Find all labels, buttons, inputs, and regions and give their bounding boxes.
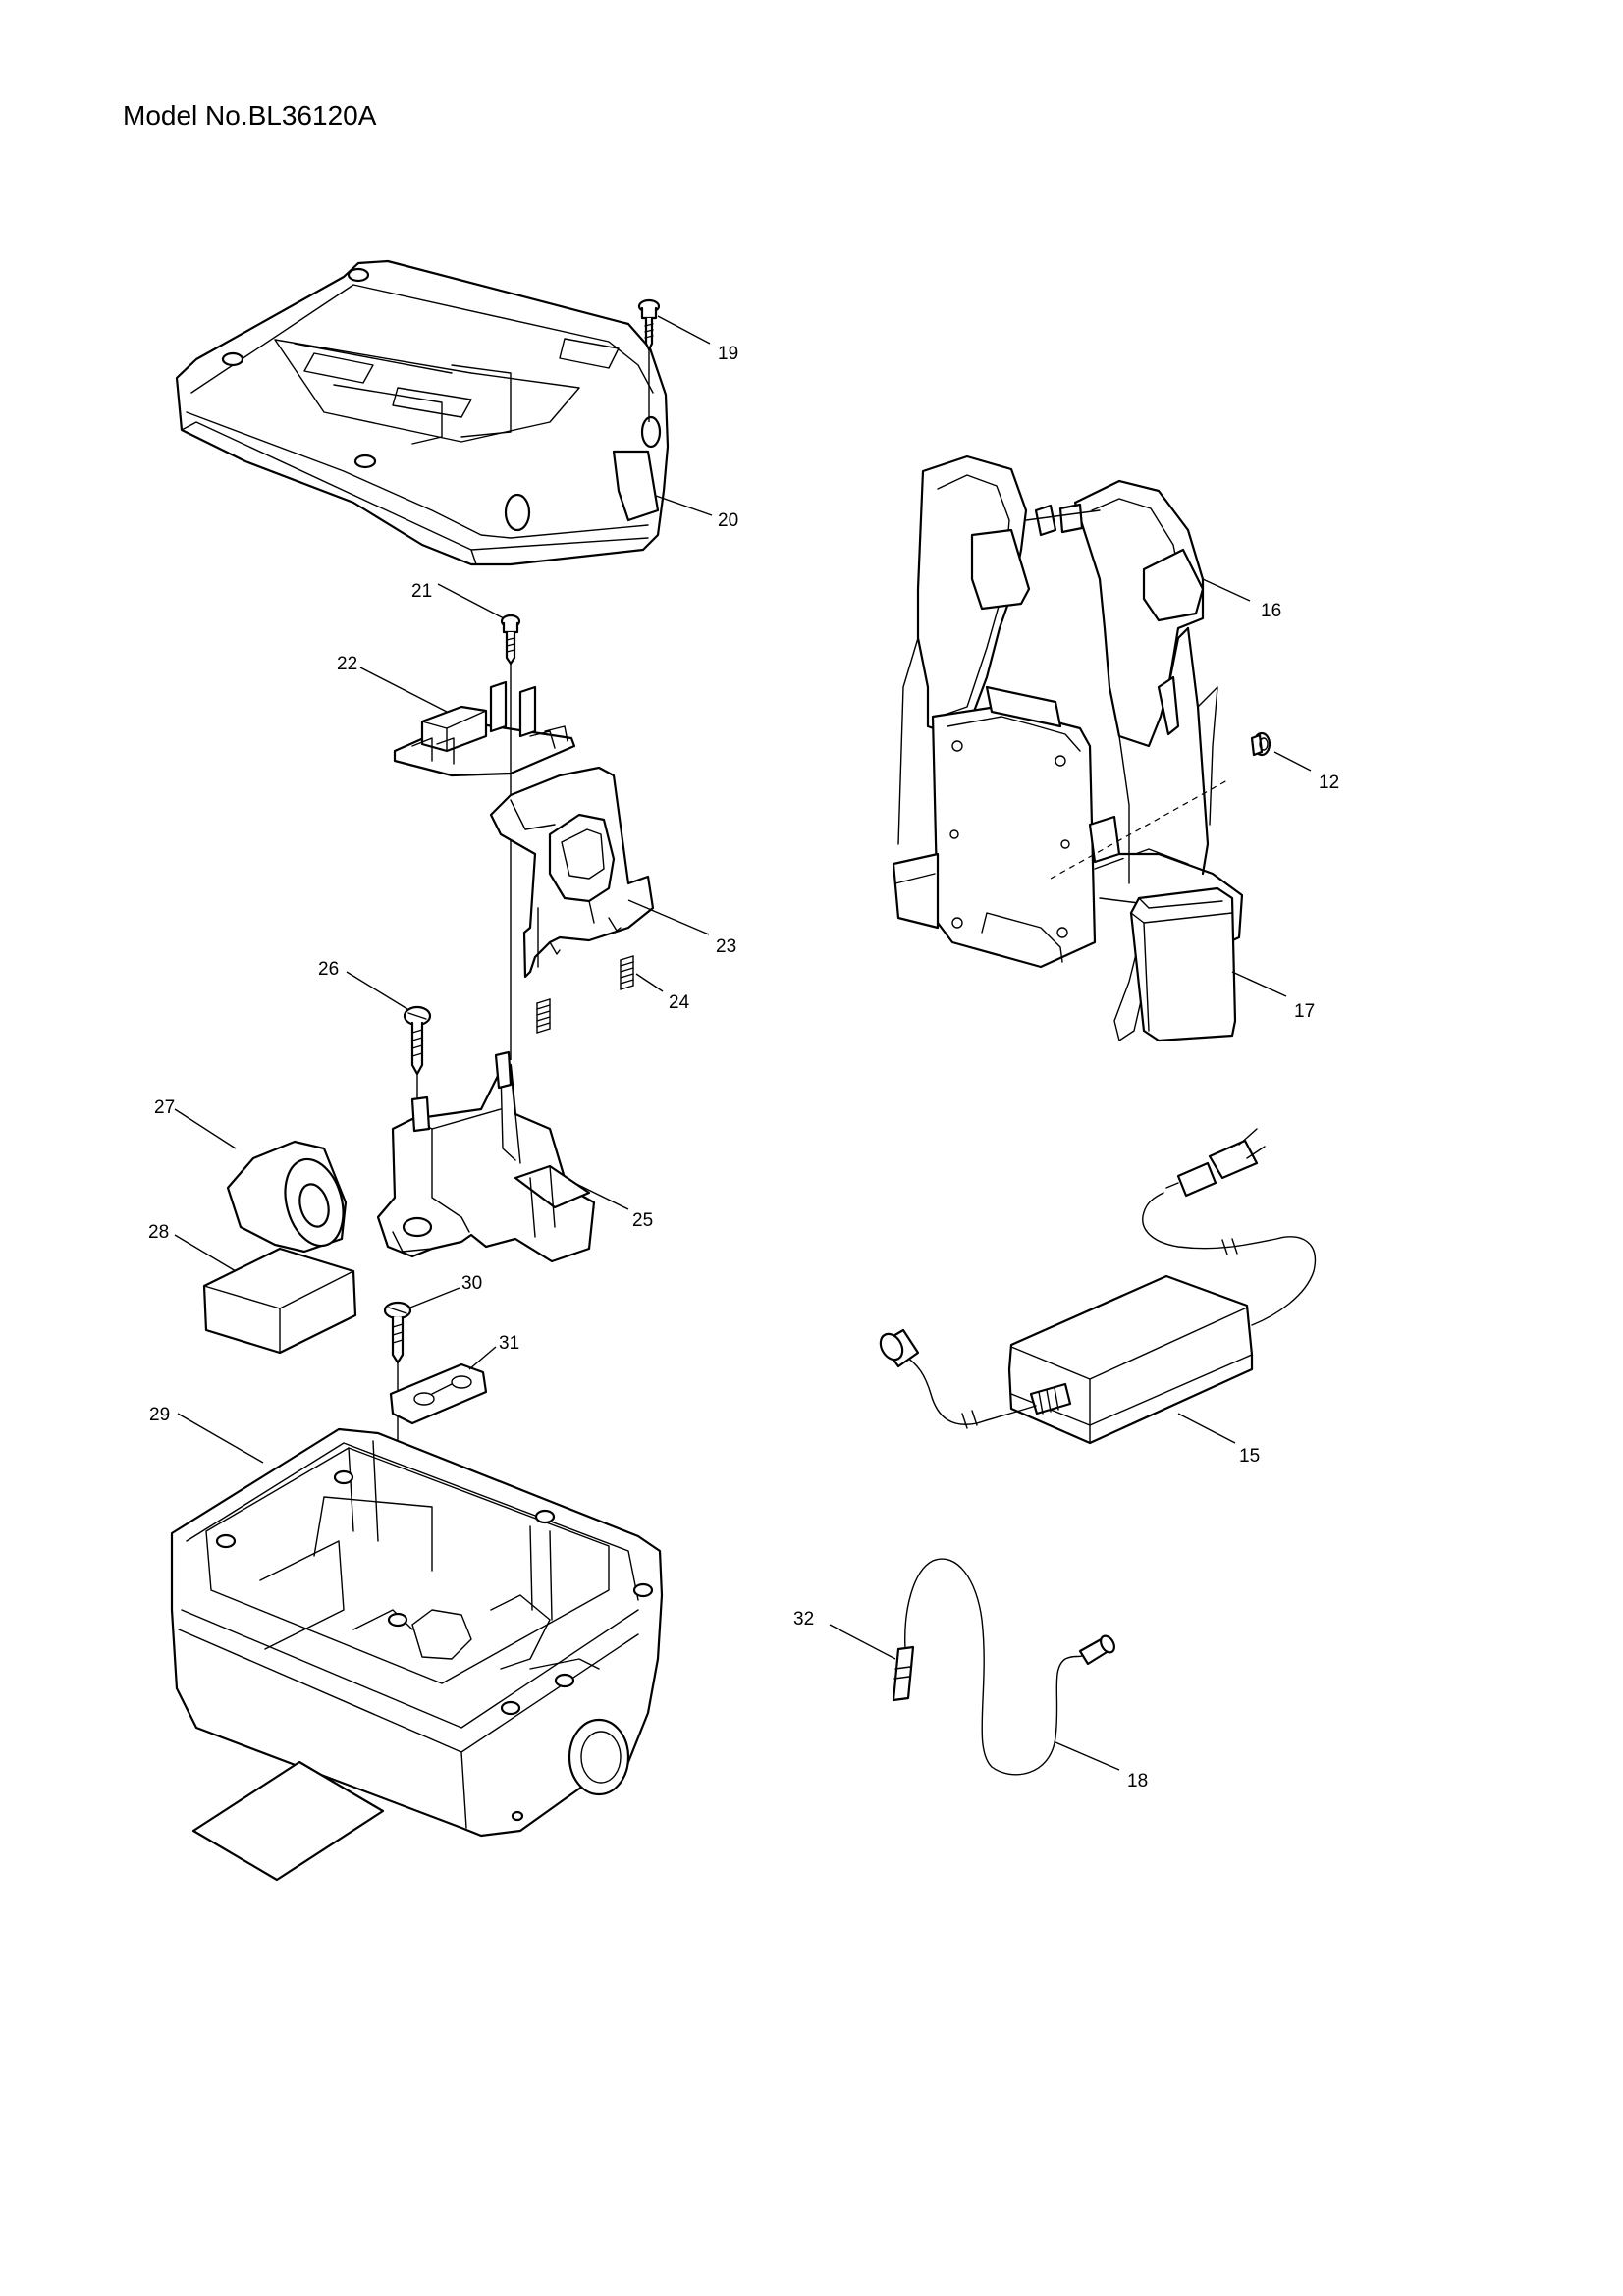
callout-23: 23: [716, 936, 736, 957]
callout-25: 25: [632, 1210, 653, 1231]
part-19-screw: [637, 298, 661, 422]
callout-31: 31: [499, 1333, 519, 1354]
label-sheet: [191, 1760, 385, 1882]
callout-28: 28: [148, 1222, 169, 1243]
part-28-block: [202, 1247, 357, 1355]
part-23-bracket: [489, 766, 655, 979]
part-20-top-cover: [175, 259, 670, 566]
callout-15: 15: [1239, 1446, 1260, 1467]
callout-12: 12: [1319, 773, 1339, 793]
part-25-holder: [376, 1050, 596, 1263]
callout-29: 29: [149, 1405, 170, 1425]
callout-24: 24: [669, 992, 690, 1013]
part-24-spring: [620, 955, 634, 990]
model-number-title: Model No.BL36120A: [123, 100, 377, 131]
callout-21: 21: [411, 581, 432, 602]
part-27-cylinder: [226, 1140, 348, 1254]
part-12-fastener: [1250, 731, 1271, 757]
callout-20: 20: [718, 510, 738, 531]
callout-labels: 19 20 21 22 23 24 25 26 27 28 29 30 31 1…: [148, 344, 1339, 1791]
callout-22: 22: [337, 654, 357, 674]
part-24-spring-second: [536, 998, 551, 1034]
callout-16: 16: [1261, 601, 1281, 621]
part-31-clip: [389, 1362, 488, 1425]
part-15-charger: [879, 1128, 1317, 1445]
callout-27: 27: [154, 1097, 175, 1118]
leader-lines: [174, 315, 1312, 1771]
callout-26: 26: [318, 959, 339, 980]
part-22-terminal-block: [393, 680, 576, 1060]
part-29-case: [170, 1427, 664, 1838]
callout-32: 32: [793, 1609, 814, 1629]
callout-30: 30: [461, 1273, 482, 1294]
callout-18: 18: [1127, 1771, 1148, 1791]
callout-17: 17: [1294, 1001, 1315, 1022]
part-17-pouch: [1129, 886, 1237, 1042]
part-21-screw: [500, 614, 521, 726]
part-18-cord: [892, 1558, 1115, 1776]
callout-19: 19: [718, 344, 738, 364]
